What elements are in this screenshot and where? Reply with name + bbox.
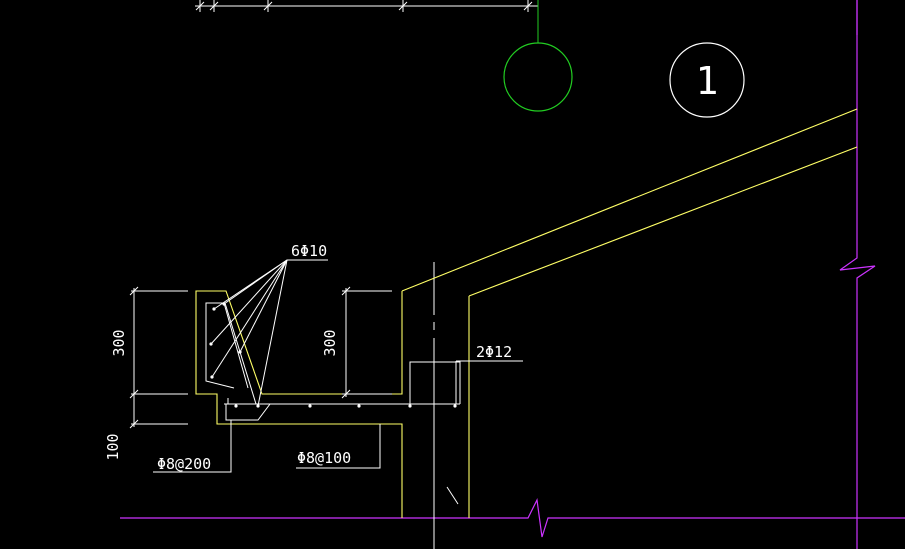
- dim-slab-label: 100: [104, 433, 122, 460]
- axis-bubble: [503, 0, 573, 112]
- detail-number-label: 1: [696, 59, 719, 103]
- top-dimension-chain: [195, 0, 538, 12]
- gutter-rebar: [205, 302, 461, 505]
- right-axis-line: [839, 0, 876, 549]
- dim-height-right-label: 300: [321, 329, 339, 356]
- stirrup-right-label: Φ8@100: [297, 449, 351, 467]
- middle-dimensions: [341, 286, 392, 399]
- stirrup-leaders: [153, 420, 381, 473]
- rebar-top-leader: [210, 259, 328, 407]
- rebar-right-label: 2Φ12: [476, 343, 512, 361]
- bottom-axis-line: [120, 497, 905, 538]
- detail-number-bubble: 1: [669, 42, 745, 118]
- dim-height-left-label: 300: [110, 329, 128, 356]
- concrete-outline: [195, 108, 858, 518]
- rebar-top-label: 6Φ10: [291, 242, 327, 260]
- stirrup-left-label: Φ8@200: [157, 455, 211, 473]
- rebar-right-leader: [455, 360, 523, 404]
- left-dimensions: [129, 286, 188, 429]
